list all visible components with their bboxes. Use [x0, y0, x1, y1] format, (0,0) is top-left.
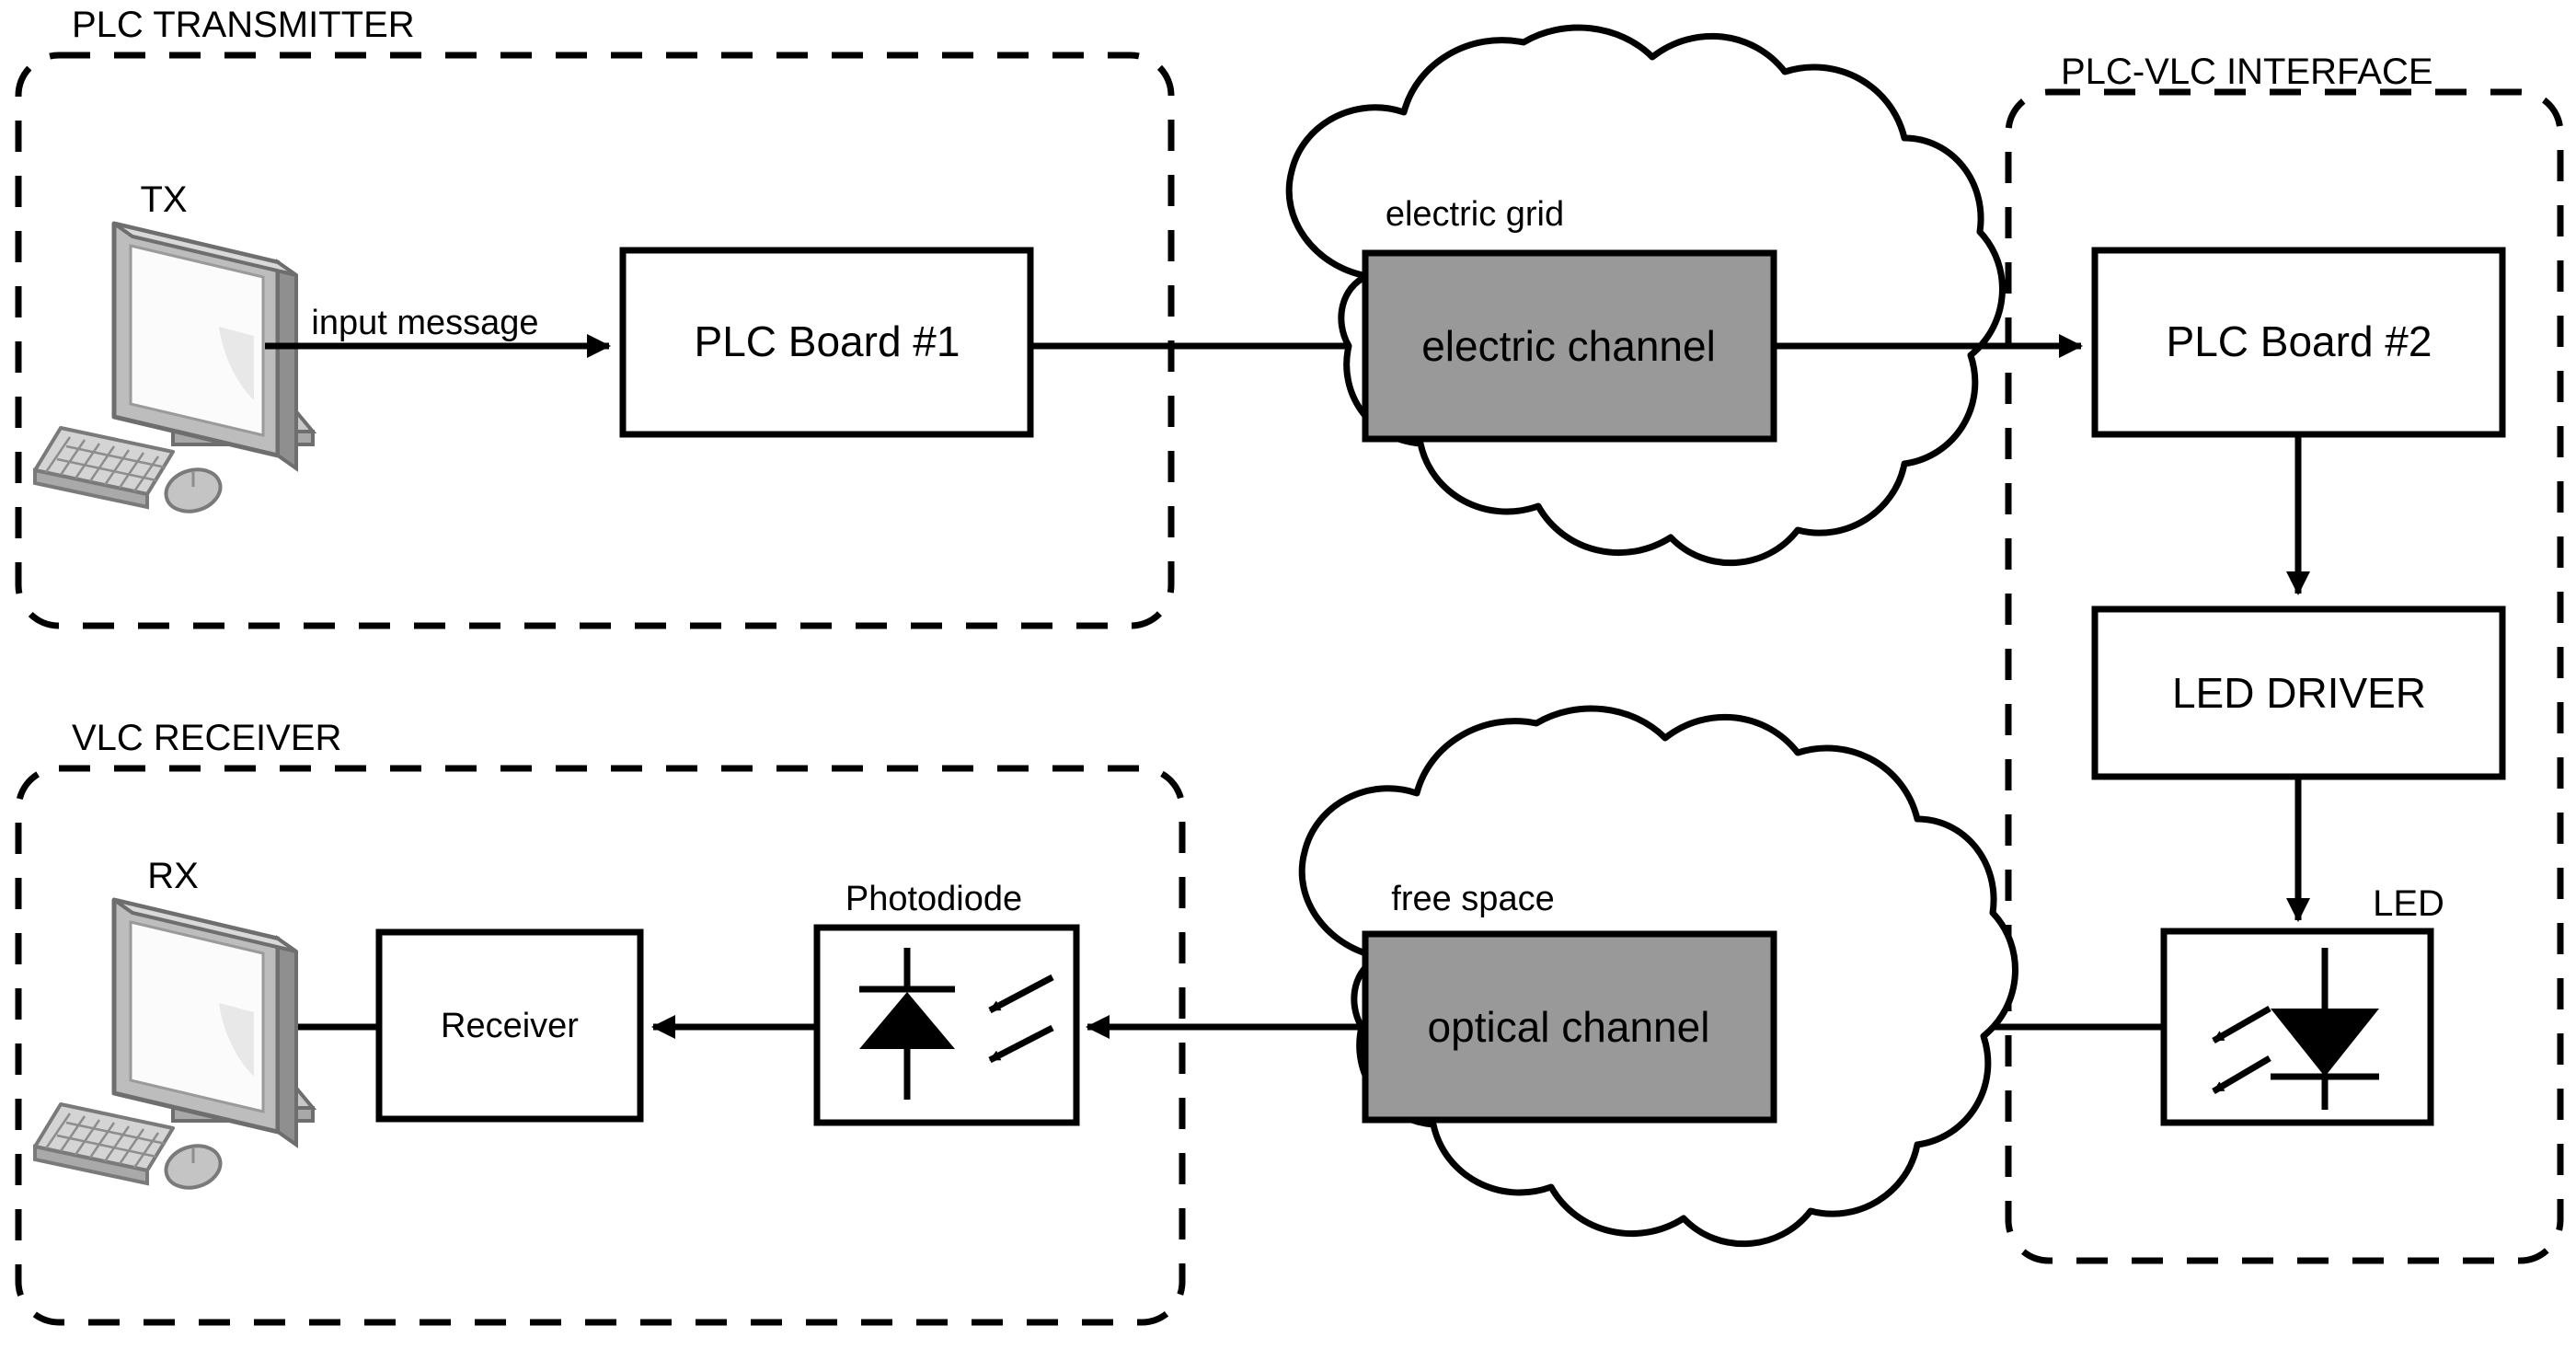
section-label-vlc-receiver: VLC RECEIVER	[72, 718, 342, 758]
mouse-icon	[164, 1144, 223, 1190]
rx-label: RX	[147, 856, 199, 896]
cloud-label-free-space: free space	[1391, 880, 1555, 918]
tx-computer-icon	[33, 221, 317, 513]
node-box-optical-channel	[1362, 930, 1777, 1124]
section-label-plc-vlc-interface: PLC-VLC INTERFACE	[2061, 52, 2433, 92]
led-label: LED	[2373, 883, 2444, 924]
edge-label-input-message: input message	[311, 304, 539, 342]
tx-label: TX	[140, 179, 188, 220]
node-box-plc-board-1	[619, 247, 1034, 438]
node-label-electric-channel: electric channel	[1421, 322, 1716, 370]
node-label-led-driver: LED DRIVER	[2171, 669, 2427, 717]
rx-computer-icon	[33, 897, 317, 1190]
node-box-receiver	[375, 928, 644, 1123]
node-box-photodiode	[813, 924, 1080, 1126]
section-box-plc-transmitter	[15, 52, 1175, 629]
node-box-electric-channel	[1362, 249, 1777, 443]
node-label-plc-board-1: PLC Board #1	[694, 317, 960, 365]
section-box-plc-vlc-interface	[2005, 88, 2564, 1264]
node-box-led-driver	[2091, 605, 2506, 780]
section-label-plc-transmitter: PLC TRANSMITTER	[72, 5, 415, 45]
node-label-receiver: Receiver	[441, 1007, 579, 1045]
node-label-plc-board-2: PLC Board #2	[2166, 317, 2432, 365]
led-symbol-icon	[2212, 948, 2379, 1110]
mouse-icon	[164, 467, 223, 513]
cloud-label-electric-grid: electric grid	[1385, 195, 1565, 234]
section-box-vlc-receiver	[15, 765, 1186, 1326]
photodiode-label: Photodiode	[845, 880, 1023, 918]
photodiode-symbol-icon	[859, 948, 1054, 1100]
node-label-optical-channel: optical channel	[1427, 1003, 1710, 1051]
